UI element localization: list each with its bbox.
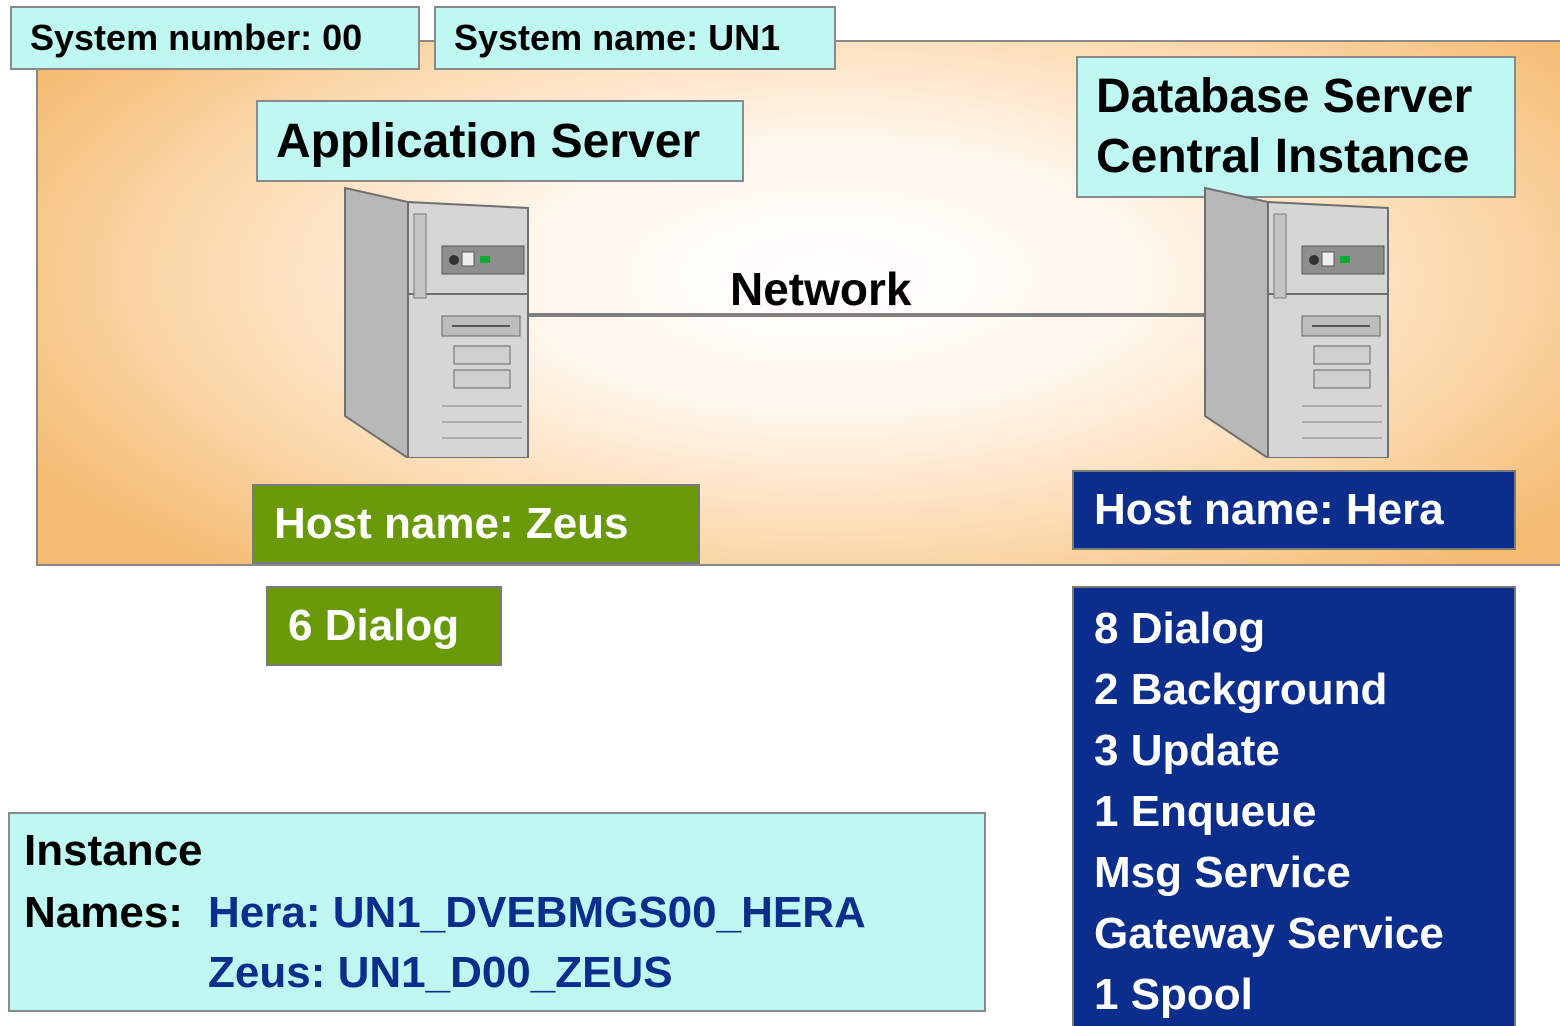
database-server-title: Database Server Central Instance [1076, 56, 1516, 198]
host-label-hera-text: Host name: Hera [1094, 485, 1444, 534]
application-server-title: Application Server [256, 100, 744, 182]
zeus-process-box: 6 Dialog [266, 586, 502, 666]
host-label-zeus-text: Host name: Zeus [274, 499, 629, 548]
instance-name-hera: Hera: UN1_DVEBMGS00_HERA [208, 888, 866, 937]
hera-process-item: 3 Update [1094, 726, 1280, 775]
database-server-title-line2: Central Instance [1096, 130, 1470, 183]
system-number-label: System number: 00 [10, 6, 420, 70]
host-label-hera: Host name: Hera [1072, 470, 1516, 550]
host-label-zeus: Host name: Zeus [252, 484, 700, 564]
server-tower-icon [340, 186, 540, 458]
network-label: Network [730, 263, 912, 315]
system-number-text: System number: 00 [30, 17, 363, 58]
instance-name-zeus: Zeus: UN1_D00_ZEUS [208, 948, 673, 997]
hera-process-item: Msg Service [1094, 848, 1351, 897]
system-name-text: System name: UN1 [454, 17, 781, 58]
hera-process-item: 2 Background [1094, 665, 1388, 714]
hera-process-item: 8 Dialog [1094, 604, 1266, 653]
application-server-title-text: Application Server [276, 114, 701, 168]
hera-process-item: 1 Enqueue [1094, 787, 1317, 836]
instance-heading-line2: Names: [24, 888, 183, 937]
network-connection-line [520, 313, 1210, 317]
hera-process-item: Gateway Service [1094, 909, 1444, 958]
zeus-process-item: 6 Dialog [288, 601, 460, 650]
instance-heading-line1: Instance [24, 826, 203, 875]
server-tower-icon [1200, 186, 1400, 458]
hera-process-item: 1 Spool [1094, 970, 1253, 1019]
instance-names-box: Instance Names: Hera: UN1_DVEBMGS00_HERA… [8, 812, 986, 1012]
hera-process-list: 8 Dialog 2 Background 3 Update 1 Enqueue… [1074, 588, 1514, 1025]
hera-process-box: 8 Dialog 2 Background 3 Update 1 Enqueue… [1072, 586, 1516, 1026]
system-name-label: System name: UN1 [434, 6, 836, 70]
database-server-title-line1: Database Server [1096, 70, 1473, 123]
